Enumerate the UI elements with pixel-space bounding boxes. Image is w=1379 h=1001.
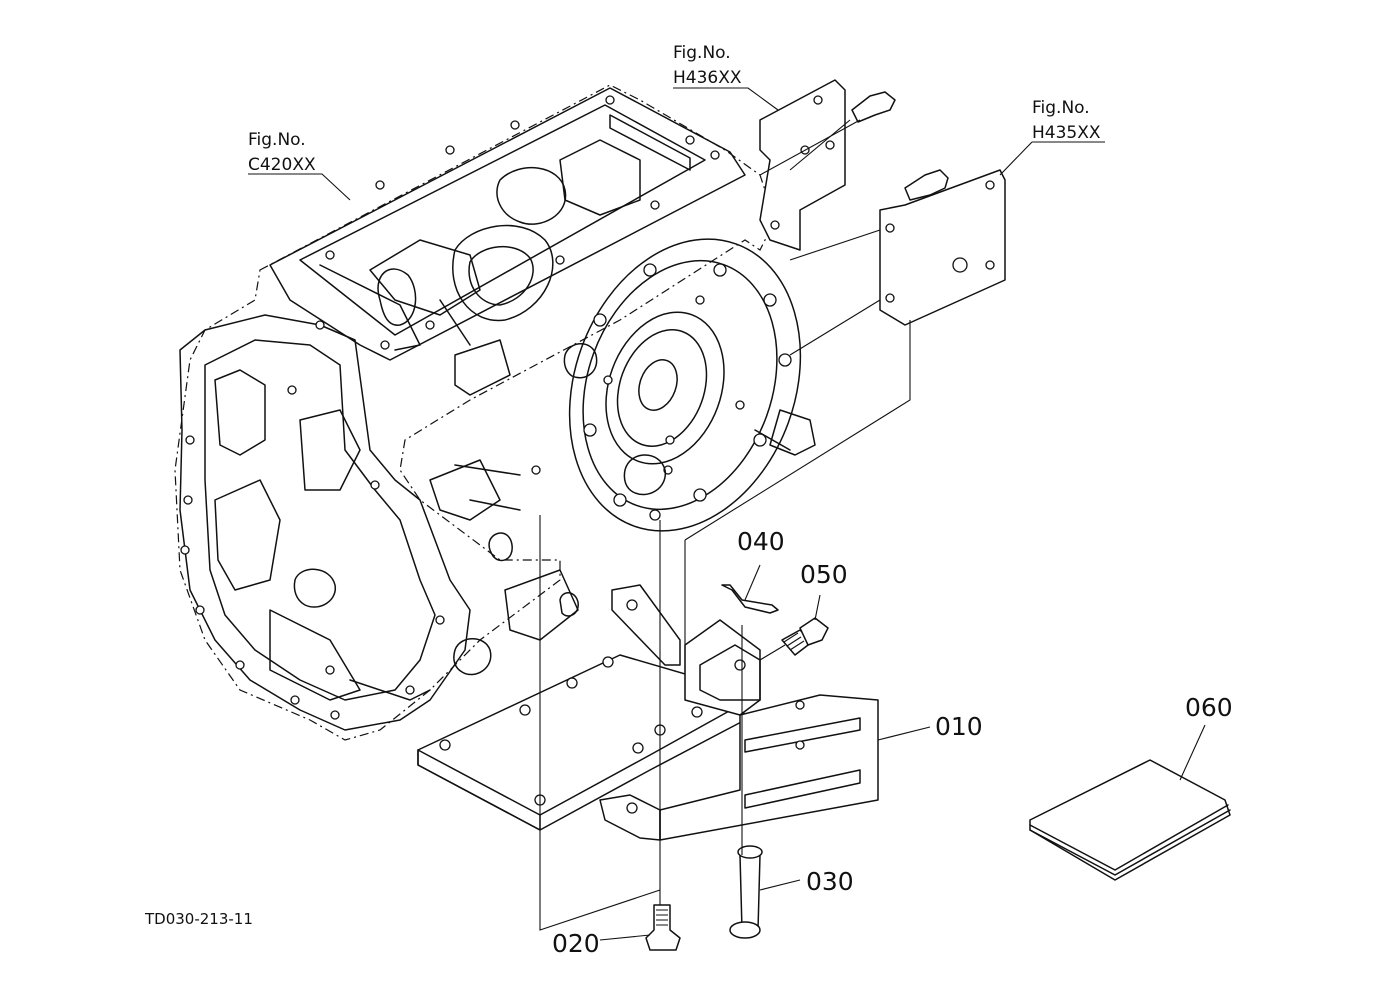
manual-060: [1029, 759, 1231, 881]
assembly-lines: [539, 119, 911, 931]
part-number-030: 030: [806, 867, 854, 896]
reference-h435-code: H435XX: [1032, 123, 1101, 143]
case-bolt-holes: [180, 95, 720, 720]
bolt-020: [645, 904, 681, 951]
pin-030: [729, 845, 763, 939]
reference-h436-fig-label: Fig.No.: [673, 43, 731, 63]
part-number-010: 010: [935, 712, 983, 741]
reference-c420: Fig.No. C420XX: [248, 130, 316, 175]
reference-h435: Fig.No. H435XX: [1032, 98, 1101, 143]
part-number-020: 020: [552, 929, 600, 958]
bracket-010: [417, 584, 879, 841]
reference-h435-fig-label: Fig.No.: [1032, 98, 1090, 118]
reference-c420-code: C420XX: [248, 155, 316, 175]
leader-lines: [248, 87, 1206, 941]
bracket-h436: [759, 79, 896, 251]
drawing-code: TD030-213-11: [144, 910, 253, 928]
reference-h436-code: H436XX: [673, 68, 742, 88]
part-number-060: 060: [1185, 693, 1233, 722]
clip-040: [721, 584, 779, 614]
reference-c420-fig-label: Fig.No.: [248, 130, 306, 150]
reference-h436: Fig.No. H436XX: [673, 43, 742, 88]
bracket-h435: [879, 169, 1006, 326]
transmission-case: [174, 84, 816, 741]
case-flange: [563, 238, 802, 532]
bolt-050: [781, 617, 829, 656]
part-number-040: 040: [737, 527, 785, 556]
part-number-050: 050: [800, 560, 848, 589]
